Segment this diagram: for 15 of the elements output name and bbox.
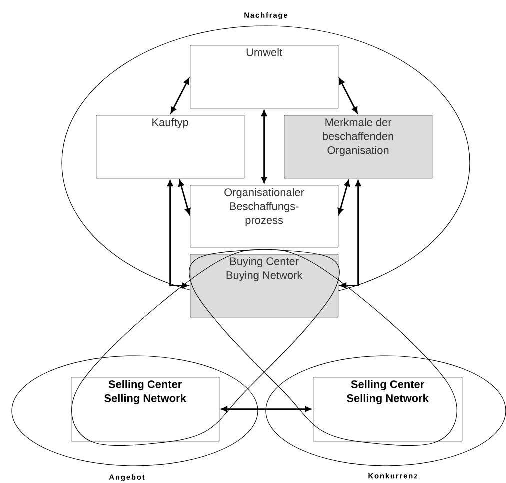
arrow	[178, 180, 191, 215]
arrow	[167, 180, 188, 289]
arrow	[339, 78, 358, 114]
process-box: Kauftyp	[96, 115, 245, 179]
process-box: Umwelt	[190, 45, 339, 109]
arrow	[340, 180, 362, 289]
process-box: Organisationaler Beschaffungs- prozess	[190, 185, 339, 248]
process-box: Selling Center Selling Network	[313, 377, 463, 442]
arrow	[338, 180, 350, 215]
process-box: Buying Center Buying Network	[190, 254, 339, 318]
arrow	[221, 406, 312, 412]
process-box: Selling Center Selling Network	[71, 377, 220, 442]
arrow	[170, 78, 190, 114]
arrow	[261, 110, 268, 184]
process-box: Merkmale der beschaffenden Organisation	[284, 115, 433, 179]
